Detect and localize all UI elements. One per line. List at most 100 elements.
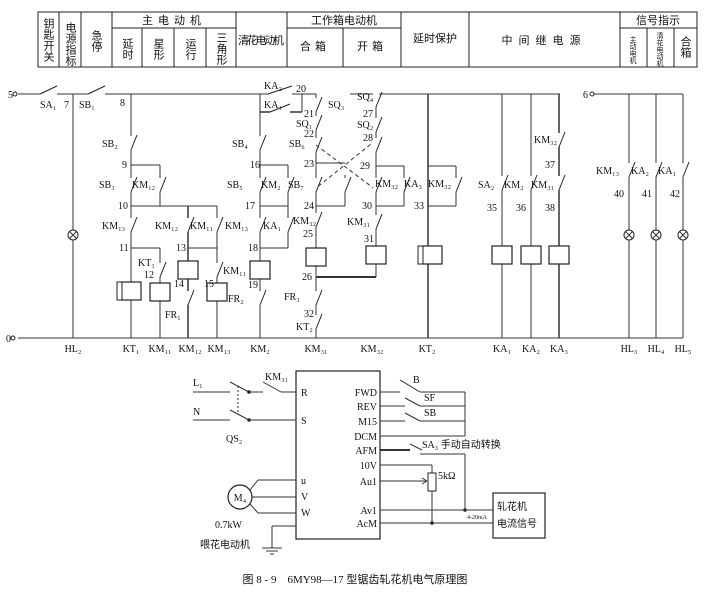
wire [249, 503, 259, 514]
label: KM₁₃ [225, 221, 248, 232]
contact-gap [88, 91, 105, 97]
contact-icon [259, 289, 267, 306]
contact-icon [315, 313, 323, 330]
contact-icon [530, 174, 538, 191]
header-cleaning-motor: 清花电动机 [238, 33, 284, 47]
label: SA₂ [478, 180, 494, 191]
label: 10 [118, 201, 128, 212]
label: KM₃₂ [293, 216, 316, 227]
label: SB₄ [232, 139, 248, 150]
label: 41 [642, 189, 652, 200]
wire [421, 477, 428, 482]
label-HL4: HL₄ [648, 344, 665, 355]
label-KM32: KM₃₂ [360, 344, 383, 355]
header-delay: 延时 [121, 38, 134, 60]
contact-gap [626, 163, 632, 177]
terminal-AFM: AFM [355, 446, 377, 457]
terminal-0: 0 [6, 334, 11, 345]
label: 35 [487, 203, 497, 214]
label: KA₂ [631, 166, 649, 177]
label-KT1: KT₁ [123, 344, 140, 355]
wire [625, 231, 633, 239]
label: SQ₂ [357, 120, 373, 131]
label: 18 [248, 243, 258, 254]
contact-icon [267, 85, 293, 95]
contact-gap [373, 138, 379, 152]
contact-icon [403, 176, 411, 193]
label: KM₁₃ [596, 166, 619, 177]
header-key-switch: 钥匙开关 [42, 17, 55, 63]
label-HL3: HL₃ [621, 344, 638, 355]
label-SF: SF [424, 393, 436, 404]
coil-icon [206, 282, 228, 302]
label: KM₁₁ [190, 221, 213, 232]
header-star: 星形 [152, 38, 165, 61]
contact-icon [315, 136, 323, 153]
label: KM₃₂ [534, 135, 557, 146]
label: 23 [304, 159, 314, 170]
contact-icon [558, 174, 566, 191]
terminal-10V: 10V [360, 461, 378, 472]
contact-icon [315, 114, 323, 131]
contact-icon [130, 134, 138, 151]
terminal-icon [589, 91, 595, 97]
label-KM11: KM₁₁ [148, 344, 171, 355]
contact-icon [455, 176, 463, 193]
contact-icon [130, 176, 138, 193]
label: 22 [304, 129, 314, 140]
label: 25 [303, 229, 313, 240]
label-N: N [193, 407, 200, 418]
label-SB: SB [424, 408, 437, 419]
contact-icon [216, 261, 224, 278]
terminal-W: W [301, 508, 311, 519]
label: SB₂ [102, 139, 118, 150]
label-KM12: KM₁₂ [178, 344, 201, 355]
resistor-icon [427, 472, 437, 492]
label: 12 [144, 270, 154, 281]
label: KM₁₂ [132, 180, 155, 191]
contact-gap [285, 178, 291, 192]
contact-icon [187, 216, 195, 233]
coil-icon [149, 282, 171, 302]
terminal-Av1: Av1 [361, 506, 377, 517]
label-KM2: KM₂ [250, 344, 270, 355]
label: SQ₄ [357, 92, 374, 103]
label: 8 [120, 98, 125, 109]
wire [249, 479, 259, 491]
contact-gap [556, 133, 562, 147]
contact-gap [373, 93, 379, 107]
label: KA₁ [264, 100, 282, 111]
label: SB₅ [227, 180, 243, 191]
header-sig-cleaning-motor: 清花电动机 [656, 31, 664, 68]
terminal-icon [10, 335, 16, 341]
label: KM₃₁ [531, 180, 554, 191]
label: KT₂ [296, 322, 313, 333]
contact-gap [373, 178, 379, 192]
label: SB₃ [99, 180, 115, 191]
label: KA₃ [404, 179, 422, 190]
label-KM31-switch: KM₃₁ [265, 372, 288, 383]
contact-icon [130, 216, 138, 233]
contact-gap [257, 178, 263, 192]
contact-icon [259, 134, 267, 151]
label: 13 [176, 243, 186, 254]
coil-icon [548, 245, 570, 265]
label: 26 [302, 272, 312, 283]
contact-icon [628, 161, 636, 178]
terminal-5: 5 [8, 90, 13, 101]
header-table [37, 11, 698, 68]
label: KM₃₂ [428, 179, 451, 190]
terminal-DCM: DCM [354, 432, 377, 443]
contact-gap [128, 218, 134, 232]
terminal-u: u [301, 476, 306, 487]
terminal-6: 6 [583, 90, 588, 101]
contact-gap [270, 109, 290, 115]
label: 20 [296, 84, 306, 95]
terminal-S: S [301, 416, 307, 427]
label: 9 [122, 160, 127, 171]
contact-icon [558, 131, 566, 148]
contact-icon [269, 103, 291, 113]
label: 38 [545, 203, 555, 214]
label: 42 [670, 189, 680, 200]
